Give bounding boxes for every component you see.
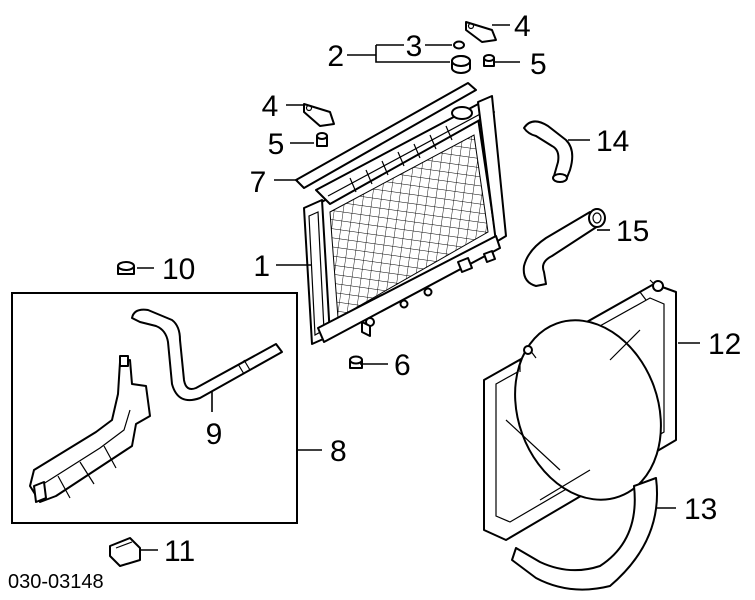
callout-11: 11	[164, 535, 195, 568]
callout-10: 10	[162, 253, 195, 286]
callout-4-top: 4	[514, 10, 531, 43]
callout-14: 14	[596, 125, 629, 158]
seal-strip-part-7	[295, 82, 477, 189]
reservoir-assembly-box-part-8	[11, 292, 298, 524]
cap-part-10	[117, 261, 135, 275]
clip-part-11	[109, 537, 141, 567]
reservoir-tank	[29, 355, 151, 503]
radiator-part-1	[303, 95, 507, 345]
callout-7: 7	[250, 166, 267, 199]
fan-shroud-part-12	[483, 279, 677, 541]
callout-5-top: 5	[530, 48, 547, 81]
bushing-part-6	[349, 355, 363, 369]
bracket-part-4-left	[303, 103, 335, 127]
callout-1: 1	[253, 250, 270, 283]
callout-13: 13	[684, 493, 717, 526]
callout-4-left: 4	[262, 90, 279, 123]
diagram-code: 030-03148	[8, 571, 104, 593]
callout-6: 6	[394, 349, 411, 382]
callout-2: 2	[327, 40, 344, 73]
seal-part-3	[453, 40, 465, 50]
callout-3: 3	[406, 30, 423, 63]
bracket-part-4-top	[465, 21, 497, 43]
lower-hose-part-15	[522, 208, 606, 287]
callout-8: 8	[330, 435, 347, 468]
reservoir-hose-part-9	[131, 308, 283, 402]
lower-shroud-part-13	[511, 477, 658, 591]
callout-12: 12	[708, 328, 741, 361]
callout-9: 9	[206, 418, 223, 451]
radiator-cap-part-2	[451, 55, 471, 74]
leader-lines	[137, 24, 700, 551]
callout-15: 15	[616, 215, 649, 248]
callout-5-left: 5	[268, 128, 285, 161]
upper-hose-part-14	[523, 120, 574, 183]
bushing-part-5-left	[316, 132, 328, 147]
bushing-part-5-top	[483, 54, 495, 67]
